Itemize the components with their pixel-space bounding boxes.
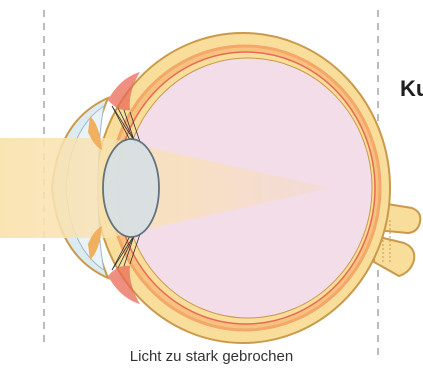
diagram-caption: Licht zu stark gebrochen: [0, 348, 423, 365]
lens: [103, 139, 159, 237]
side-label: Ku: [400, 76, 423, 102]
